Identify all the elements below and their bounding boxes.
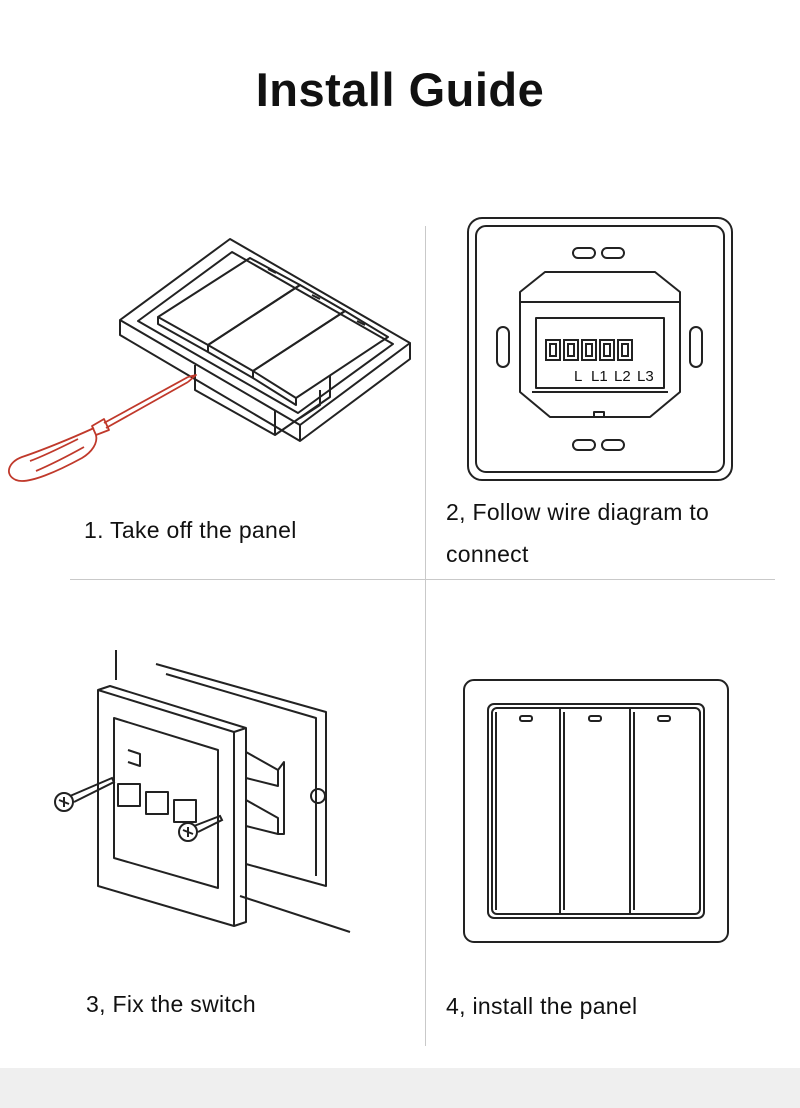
step2-caption: 2, Follow wire diagram to connect [446,499,710,567]
terminal-label-l1: L1 [591,368,608,385]
step1-illustration [8,238,411,482]
step1-caption: 1. Take off the panel [84,517,297,543]
terminal-label-l3: L3 [637,368,654,385]
page-title: Install Guide [255,63,545,116]
vertical-divider [425,226,426,1046]
step3-caption: 3, Fix the switch [86,991,256,1017]
bottom-band [0,1068,800,1108]
terminal-label-l2: L2 [614,368,631,385]
step4-illustration [463,679,729,943]
step4-caption: 4, install the panel [446,993,638,1019]
step3-illustration [54,650,351,933]
step2-illustration: L L1 L2 L3 [467,217,733,481]
horizontal-divider [70,579,775,580]
terminal-label-l: L [574,368,582,385]
